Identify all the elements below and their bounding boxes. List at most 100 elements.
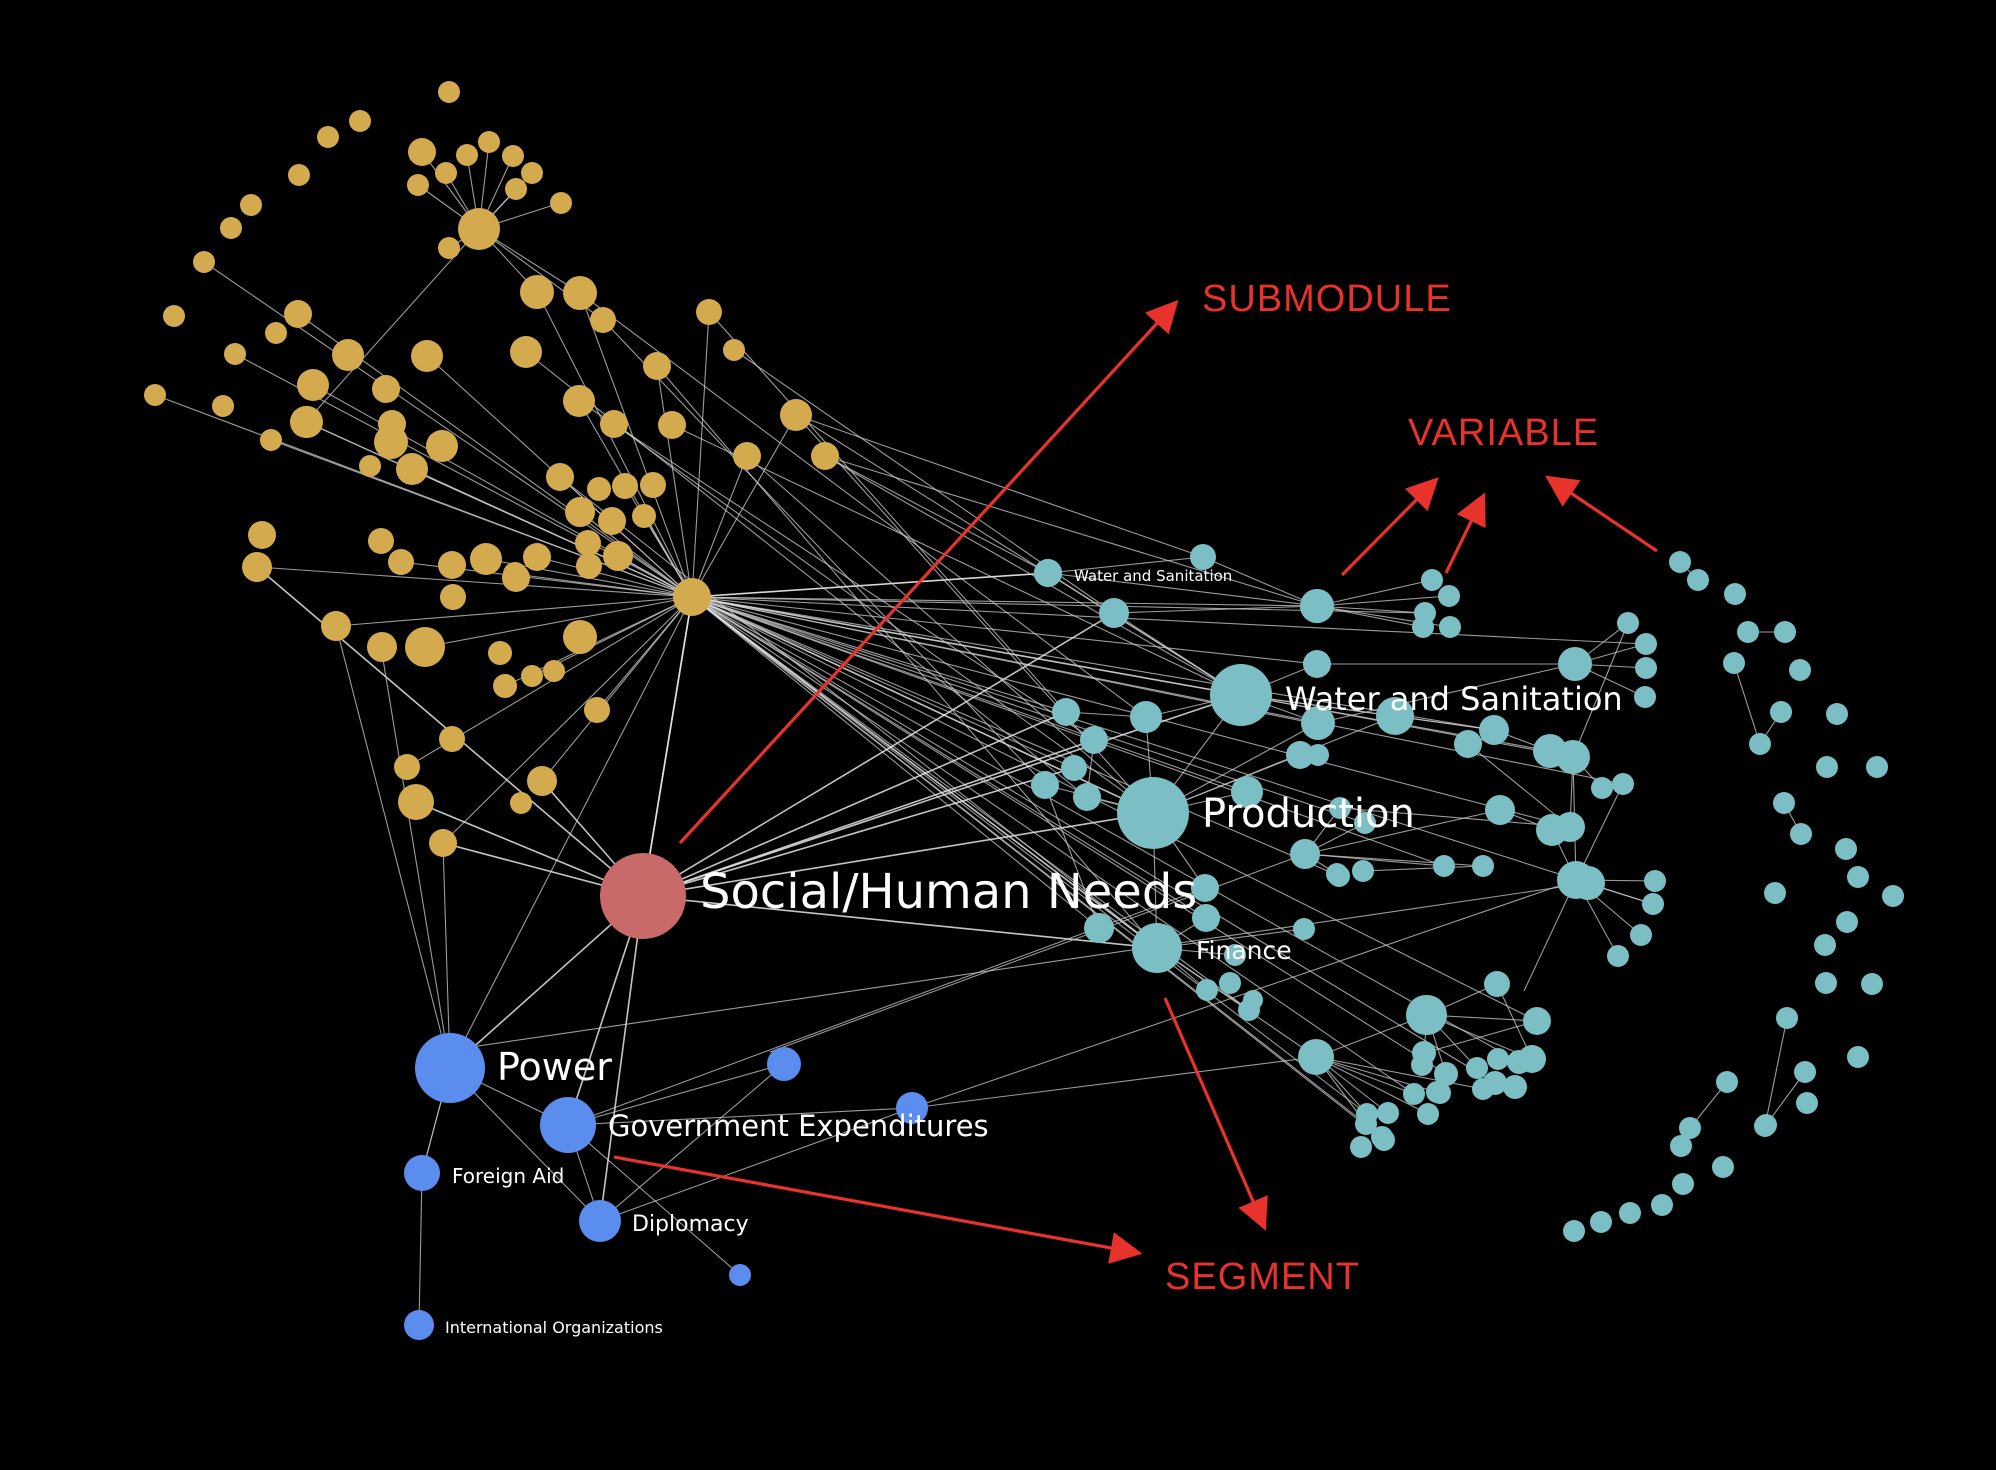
node-teal[interactable] <box>1438 585 1460 607</box>
node-teal[interactable] <box>1507 1050 1531 1074</box>
node-gold[interactable] <box>248 521 276 549</box>
node-gold[interactable] <box>488 641 512 665</box>
node-teal-isolated[interactable] <box>1794 1061 1816 1083</box>
node-gold[interactable] <box>212 395 234 417</box>
node-gold[interactable] <box>575 530 601 556</box>
node-gold[interactable] <box>359 455 381 477</box>
node-teal-isolated[interactable] <box>1687 569 1709 591</box>
node-gold[interactable] <box>407 174 429 196</box>
node-teal-isolated[interactable] <box>1866 756 1888 778</box>
node-teal[interactable] <box>1642 893 1664 915</box>
node-teal-isolated[interactable] <box>1816 756 1838 778</box>
node-gold[interactable] <box>780 399 812 431</box>
node-teal[interactable] <box>1558 647 1592 681</box>
node-teal-isolated[interactable] <box>1723 652 1745 674</box>
node-teal-isolated[interactable] <box>1847 866 1869 888</box>
node-teal[interactable] <box>1434 1062 1458 1086</box>
node-gold[interactable] <box>527 766 557 796</box>
node-teal-hub[interactable] <box>1407 995 1447 1035</box>
node-teal-isolated[interactable] <box>1679 1117 1701 1139</box>
node-gold[interactable] <box>563 385 595 417</box>
node-teal[interactable] <box>1439 616 1461 638</box>
node-gold[interactable] <box>440 584 466 610</box>
node-teal[interactable] <box>1479 715 1509 745</box>
node-teal-isolated[interactable] <box>1815 972 1837 994</box>
node-gold[interactable] <box>632 504 656 528</box>
node-water-sanitation[interactable] <box>1210 664 1272 726</box>
node-gold[interactable] <box>396 453 428 485</box>
node-teal[interactable] <box>1350 1136 1372 1158</box>
node-teal-isolated[interactable] <box>1847 1046 1869 1068</box>
node-teal[interactable] <box>1080 726 1108 754</box>
node-teal[interactable] <box>1472 855 1494 877</box>
node-gold[interactable] <box>503 562 527 586</box>
node-teal-isolated[interactable] <box>1737 621 1759 643</box>
node-gold[interactable] <box>438 81 460 103</box>
node-teal-hub[interactable] <box>1300 589 1334 623</box>
node-gold[interactable] <box>658 411 686 439</box>
node-blue[interactable] <box>767 1047 801 1081</box>
node-gold[interactable] <box>523 543 551 571</box>
node-teal-isolated[interactable] <box>1670 1135 1692 1157</box>
node-teal[interactable] <box>1472 1078 1494 1100</box>
node-teal-isolated[interactable] <box>1836 911 1858 933</box>
node-foreign-aid[interactable] <box>404 1155 440 1191</box>
node-teal[interactable] <box>1466 1057 1488 1079</box>
node-diplomacy[interactable] <box>579 1200 621 1242</box>
node-water-sanitation-small[interactable] <box>1034 559 1062 587</box>
node-gold[interactable] <box>242 552 272 582</box>
node-teal[interactable] <box>1354 812 1376 834</box>
node-teal[interactable] <box>1243 990 1263 1010</box>
node-teal-hub[interactable] <box>1557 861 1595 899</box>
node-gold[interactable] <box>565 497 595 527</box>
node-teal[interactable] <box>1591 777 1613 799</box>
node-gold[interactable] <box>224 343 246 365</box>
node-gold[interactable] <box>584 697 610 723</box>
node-teal-hub[interactable] <box>1536 814 1568 846</box>
node-teal[interactable] <box>1191 874 1219 902</box>
node-teal-isolated[interactable] <box>1724 583 1746 605</box>
node-gold[interactable] <box>288 164 310 186</box>
node-gold[interactable] <box>411 340 443 372</box>
node-gold[interactable] <box>811 442 839 470</box>
node-gold[interactable] <box>723 339 745 361</box>
node-teal[interactable] <box>1293 918 1315 940</box>
node-gold[interactable] <box>394 754 420 780</box>
node-teal[interactable] <box>1084 913 1114 943</box>
node-gold[interactable] <box>510 336 542 368</box>
node-teal-isolated[interactable] <box>1651 1194 1673 1216</box>
node-gold[interactable] <box>435 162 457 184</box>
node-gold[interactable] <box>598 507 626 535</box>
node-blue[interactable] <box>729 1264 751 1286</box>
node-teal[interactable] <box>1412 616 1434 638</box>
node-teal[interactable] <box>1328 865 1350 887</box>
node-gold[interactable] <box>600 410 628 438</box>
node-teal[interactable] <box>1303 650 1331 678</box>
node-gold[interactable] <box>332 339 364 371</box>
node-gold[interactable] <box>317 126 339 148</box>
node-gold[interactable] <box>502 145 524 167</box>
node-gold[interactable] <box>456 144 478 166</box>
node-teal[interactable] <box>1487 1048 1509 1070</box>
node-teal-isolated[interactable] <box>1796 1092 1818 1114</box>
node-gold[interactable] <box>550 192 572 214</box>
node-gold[interactable] <box>521 162 543 184</box>
node-gold[interactable] <box>563 620 597 654</box>
node-teal[interactable] <box>1099 598 1129 628</box>
node-teal[interactable] <box>1061 755 1087 781</box>
node-teal-isolated[interactable] <box>1773 792 1795 814</box>
node-teal[interactable] <box>1607 945 1629 967</box>
node-teal[interactable] <box>1617 612 1639 634</box>
node-teal[interactable] <box>1224 944 1246 966</box>
node-teal[interactable] <box>1377 1102 1399 1124</box>
node-gold[interactable] <box>367 632 397 662</box>
node-teal-isolated[interactable] <box>1749 733 1771 755</box>
node-teal[interactable] <box>1352 860 1374 882</box>
node-gold[interactable] <box>240 194 262 216</box>
node-gold[interactable] <box>374 425 408 459</box>
node-teal[interactable] <box>1433 855 1455 877</box>
node-teal-isolated[interactable] <box>1861 973 1883 995</box>
node-teal-isolated[interactable] <box>1770 701 1792 723</box>
node-teal[interactable] <box>1073 783 1101 811</box>
node-gold[interactable] <box>478 131 500 153</box>
